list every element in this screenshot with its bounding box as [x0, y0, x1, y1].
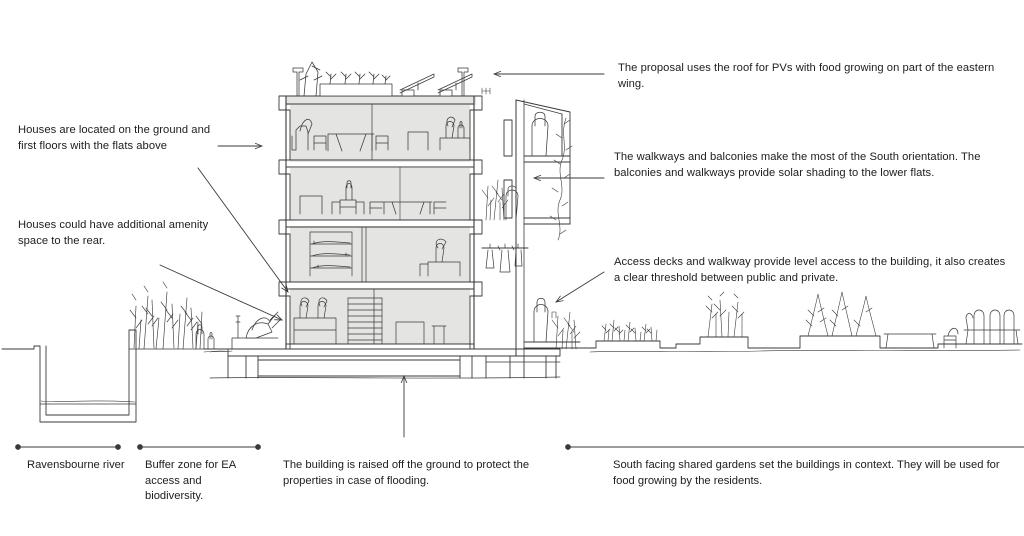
leader-line-amenity-space	[159, 264, 282, 321]
ravensbourne-river	[1, 329, 137, 423]
caption-buffer-zone: Buffer zone for EA access and biodiversi…	[145, 459, 236, 502]
left-deck-figures	[209, 311, 281, 353]
leader-line-access-decks	[556, 271, 605, 302]
buffer-zone-planting	[128, 281, 205, 350]
caption-south-facing-gardens: South facing shared gardens set the buil…	[613, 459, 1000, 487]
access-walkway-tower	[503, 99, 581, 357]
ground-line-right	[579, 335, 1023, 353]
garden-dining-group	[963, 309, 1021, 345]
caption-raised-building: The building is raised off the ground to…	[283, 459, 530, 487]
dimension-line-buffer	[137, 444, 261, 450]
raised-podium-structure	[209, 348, 561, 379]
floor-ground-house-contents	[293, 297, 447, 345]
garden-bed-shrubs	[805, 291, 877, 337]
caption-ravensbourne-river: Ravensbourne river	[27, 459, 125, 471]
floor-flat-contents	[299, 180, 447, 215]
annotation-access-decks: Access decks and walkway provide level a…	[614, 256, 1006, 284]
leader-line-houses-to-building	[197, 167, 288, 292]
annotation-amenity-space: Houses could have additional amenity spa…	[18, 219, 209, 247]
garden-bed-low-planting	[601, 319, 658, 342]
annotation-houses-location: Houses are located on the ground and fir…	[18, 124, 211, 152]
floor-upper-flat-contents	[291, 116, 471, 152]
garden-bench-table	[883, 327, 959, 349]
annotation-walkways-balconies: The walkways and balconies make the most…	[614, 151, 981, 179]
figures-left-ground	[195, 324, 215, 350]
annotation-roof-pv: The proposal uses the roof for PVs with …	[618, 62, 995, 90]
building-section	[278, 95, 483, 350]
balcony-figures	[505, 185, 519, 221]
dimension-line-river	[15, 444, 121, 450]
dimension-line-garden	[565, 444, 1024, 450]
garden-bed-tall-grasses	[705, 291, 745, 338]
balcony-planting	[481, 179, 509, 221]
roof-installations	[292, 61, 491, 97]
